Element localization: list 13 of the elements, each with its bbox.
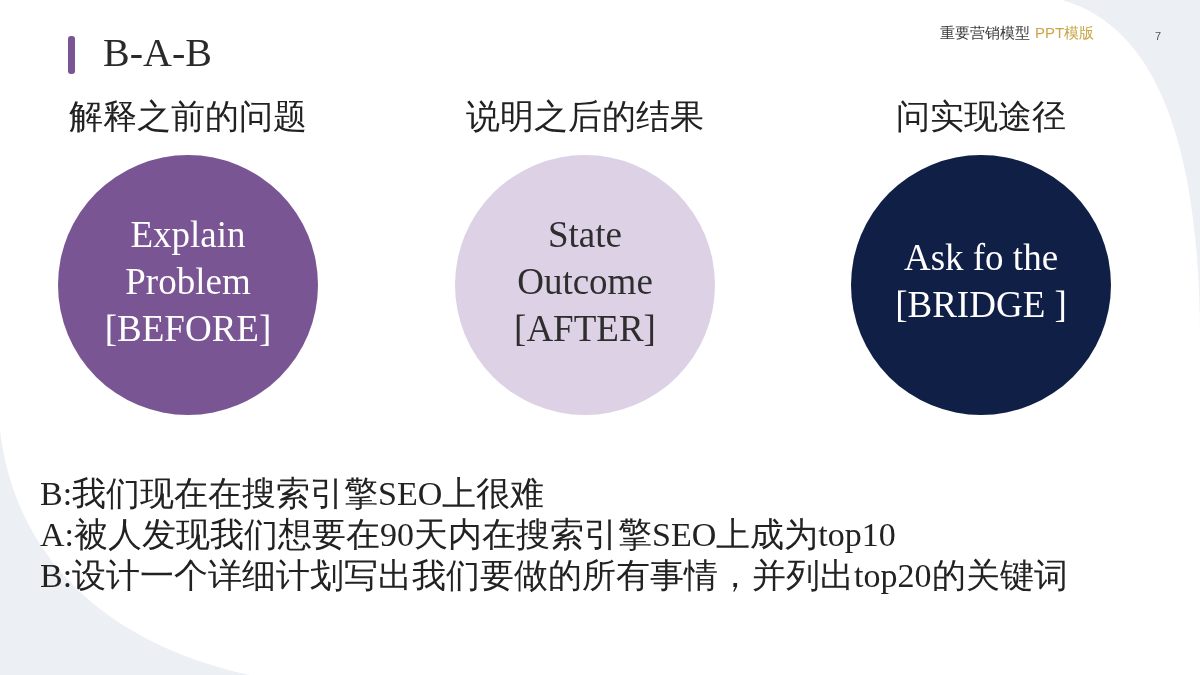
column-heading: 问实现途径 xyxy=(896,97,1066,137)
column-heading: 解释之前的问题 xyxy=(69,97,307,137)
step-circle: Ask fo the [BRIDGE ] xyxy=(851,155,1111,415)
header-text: PPT模版 xyxy=(1035,23,1095,43)
slide-title: B-A-B xyxy=(103,29,212,77)
step-circle: Explain Problem [BEFORE] xyxy=(58,155,318,415)
page-number: 7 xyxy=(1155,29,1162,43)
header-text: 重要营销模型 xyxy=(940,24,1030,43)
step-circle: State Outcome [AFTER] xyxy=(455,155,715,415)
column-heading: 说明之后的结果 xyxy=(466,97,704,137)
note-text: B:我们现在在搜索引擎SEO上很难 xyxy=(40,474,545,514)
note-text: B:设计一个详细计划写出我们要做的所有事情，并列出top20的关键词 xyxy=(40,556,1068,596)
note-text: A:被人发现我们想要在90天内在搜索引擎SEO上成为top10 xyxy=(40,515,896,555)
